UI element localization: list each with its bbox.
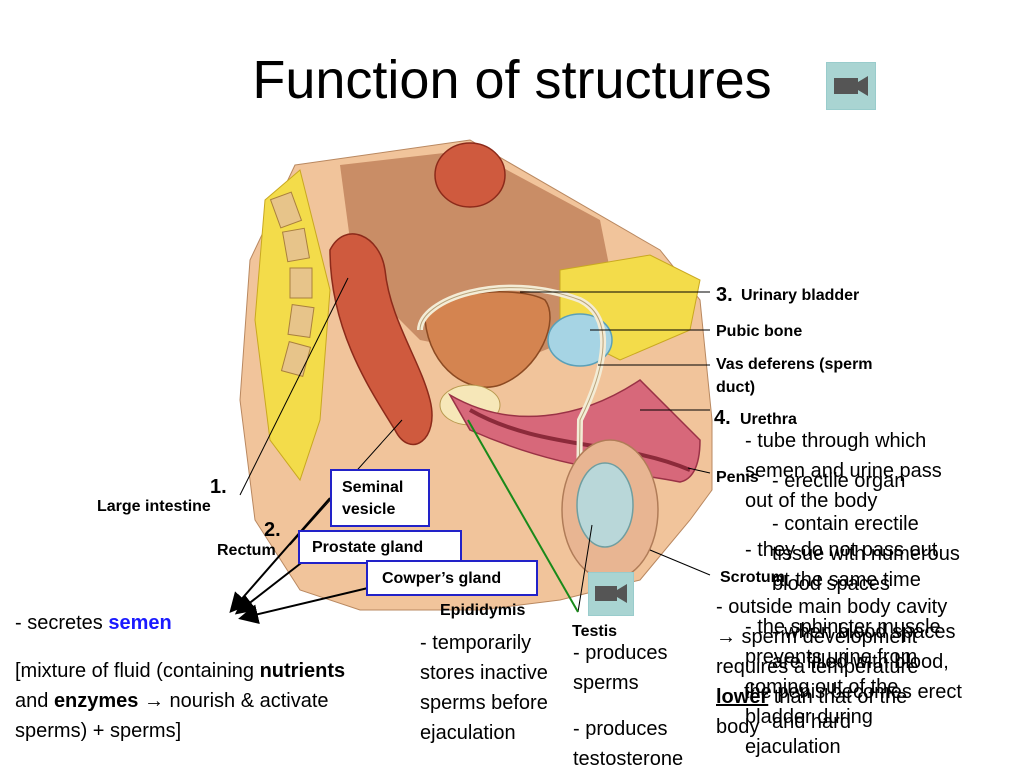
penis-note: - erectile organ <box>772 466 905 496</box>
penis-note-3: tissue with numerous <box>772 543 960 565</box>
prostate-gland-box: Prostate gland <box>298 530 462 564</box>
pubic-bone-label: Pubic bone <box>716 323 803 340</box>
testis-note-b: - produces testosterone <box>573 714 683 774</box>
testis-note-1: - produces <box>573 642 668 664</box>
mixture-text-2: and <box>15 690 54 712</box>
scrotum-note: - outside main body cavity → sperm devel… <box>716 592 947 742</box>
semen-arrows <box>229 497 369 625</box>
pubic-bone-shape <box>547 313 613 367</box>
urethra-note-2: semen and urine pass <box>745 460 942 482</box>
penis-note-4: blood spaces <box>772 573 890 595</box>
scrotum-note-5: body <box>716 716 760 738</box>
seminal-vesicle-label: Seminal <box>342 479 404 496</box>
intestine-loop <box>434 142 506 208</box>
video-camera-icon[interactable] <box>588 572 634 616</box>
urethra-note-b: - they do not pass out at the same time <box>745 535 937 595</box>
semen-mixture-note: [mixture of fluid (containing nutrients … <box>15 656 445 746</box>
penis-note-8: and hard <box>772 711 851 733</box>
vas-deferens-label-2: duct) <box>716 379 756 396</box>
urethra-note-1: - tube through which <box>745 430 927 452</box>
testis-note: - produces sperms <box>573 638 668 698</box>
urethra-note: - tube through which semen and urine pas… <box>745 426 942 516</box>
mixture-text-4: sperms) + sperms] <box>15 720 182 742</box>
epididymis-note: - temporarily stores inactive sperms bef… <box>420 628 548 748</box>
epididymis-note-2: stores inactive <box>420 662 548 684</box>
testis-note-2: sperms <box>573 672 639 694</box>
scrotum-note-4: than that of the <box>768 686 908 708</box>
penis-label: Penis <box>716 469 759 486</box>
urethra-note-6: - the sphincter muscle <box>745 616 941 638</box>
scrotum-note-2: → sperm development <box>716 626 918 648</box>
testis-shape <box>576 462 634 548</box>
urethra-label: Urethra <box>740 411 797 428</box>
rectum-number: 2. <box>264 519 281 541</box>
enzymes-word: enzymes <box>53 690 139 712</box>
urethra-note-7: prevents urine from <box>745 646 918 668</box>
penis-note-c: - when blood spaces are filled with bloo… <box>744 617 962 737</box>
testis-note-3: - produces <box>573 718 668 740</box>
mixture-text-3: → nourish & activate <box>138 690 329 712</box>
page-title: Function of structures <box>252 50 772 110</box>
spine <box>269 191 315 377</box>
leader-lines <box>239 277 711 613</box>
semen-word: semen <box>108 612 172 634</box>
scrotum-label: Scrotum <box>720 569 785 586</box>
cowpers-gland-label: Cowper’s gland <box>382 570 502 587</box>
penis-note-5: - when blood spaces <box>772 621 956 643</box>
vas-deferens-label: Vas deferens (sperm <box>716 356 873 373</box>
scrotum-note-3: requires a temperature <box>716 656 919 678</box>
scrotum-note-1: - outside main body cavity <box>716 596 948 618</box>
epididymis-leader <box>467 419 579 613</box>
penis-note-6: are filled with blood, <box>772 651 949 673</box>
abdominal-cavity <box>340 150 620 360</box>
secretes-text: - secretes <box>15 612 109 634</box>
cowpers-gland-box: Cowper’s gland <box>366 560 538 596</box>
urethra-note-8: coming out of the <box>745 676 899 698</box>
secretes-semen-note: - secretes semen <box>15 608 172 638</box>
urethra-note-3: out of the body <box>745 490 878 512</box>
epididymis-note-1: - temporarily <box>420 632 532 654</box>
testis-label: Testis <box>572 623 618 640</box>
urethra-note-4: - they do not pass out <box>745 539 938 561</box>
prostate-gland-label: Prostate gland <box>312 539 424 556</box>
seminal-vesicle-label-2: vesicle <box>342 501 396 518</box>
nutrients-word: nutrients <box>259 660 346 682</box>
urethra-note-5: at the same time <box>773 569 921 591</box>
urinary-bladder-number: 3. <box>716 284 733 306</box>
urethra-note-9: bladder during <box>745 706 873 728</box>
large-intestine-label: Large intestine <box>97 498 211 515</box>
rectum-label: Rectum <box>217 542 276 559</box>
large-intestine-number: 1. <box>210 476 227 498</box>
urethra-note-10: ejaculation <box>745 736 841 758</box>
penis-note-b: - contain erectile tissue with numerous … <box>772 509 960 599</box>
testis-note-4: testosterone <box>573 748 684 770</box>
urethra-note-c: - the sphincter muscle prevents urine fr… <box>745 612 941 762</box>
epididymis-label: Epididymis <box>440 602 526 619</box>
epididymis-note-3: sperms before <box>420 692 548 714</box>
penis-note-1: - erectile organ <box>772 470 906 492</box>
lower-word: lower <box>716 686 769 708</box>
penis-note-2: - contain erectile <box>772 513 919 535</box>
epididymis-note-4: ejaculation <box>420 722 516 744</box>
seminal-vesicle-box: Seminal vesicle <box>330 469 430 527</box>
video-camera-icon[interactable] <box>826 62 876 110</box>
mixture-text-1: [mixture of fluid (containing <box>15 660 260 682</box>
penis-note-7: the penis becomes erect <box>744 681 962 703</box>
urethra-number: 4. <box>714 407 731 429</box>
urinary-bladder-label: Urinary bladder <box>741 287 860 304</box>
rectum-shape <box>329 233 433 446</box>
